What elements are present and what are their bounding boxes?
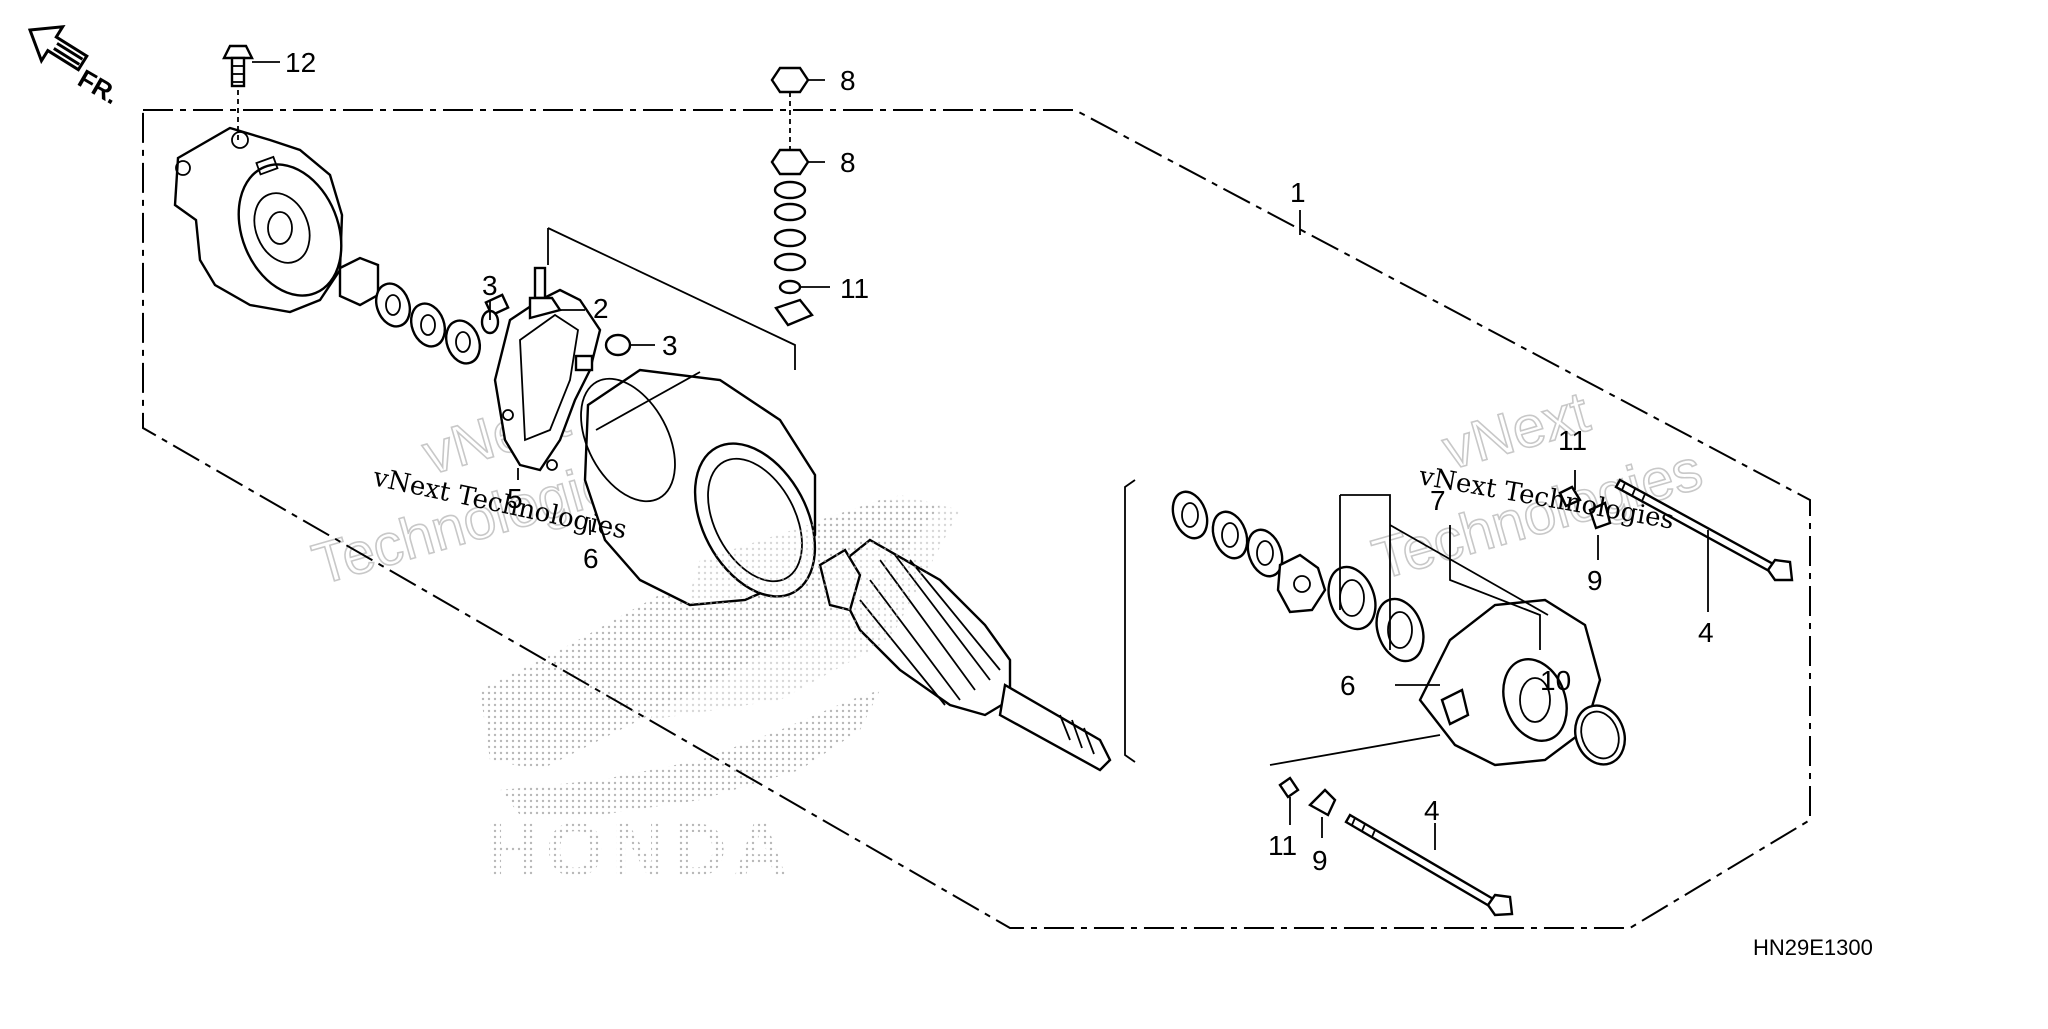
front-cover xyxy=(173,126,344,314)
terminal-nut-stack xyxy=(770,66,814,327)
callout-11-upper: 11 xyxy=(1558,425,1587,456)
callout-10: 10 xyxy=(1540,665,1571,696)
diagram-code: HN29E1300 xyxy=(1753,935,1873,960)
callout-3-left: 3 xyxy=(482,270,498,301)
callout-11-stack: 11 xyxy=(840,273,869,304)
armature-shadow xyxy=(650,495,960,720)
bolt-12 xyxy=(222,44,254,140)
front-label: FR. xyxy=(73,63,124,110)
callout-4-upper: 4 xyxy=(1698,617,1714,648)
upper-small-parts xyxy=(1558,485,1612,530)
callout-6-left: 6 xyxy=(583,543,599,574)
callout-11-lower: 11 xyxy=(1268,830,1297,861)
callout-3-right: 3 xyxy=(662,330,678,361)
callout-12: 12 xyxy=(285,47,316,78)
honda-wordmark: HONDA xyxy=(485,808,794,893)
assembly-boundary xyxy=(142,109,1811,929)
leader-bracket-2 xyxy=(547,227,796,370)
callout-7: 7 xyxy=(1430,485,1446,516)
callout-9-upper: 9 xyxy=(1587,565,1603,596)
rear-cover xyxy=(1418,598,1602,767)
brush-holder-plate xyxy=(480,288,632,472)
through-bolt-upper xyxy=(1614,478,1794,582)
bearings xyxy=(1327,565,1425,663)
leader-bracket-right xyxy=(1124,479,1136,763)
callout-9-lower: 9 xyxy=(1312,845,1328,876)
front-arrow-icon xyxy=(27,25,89,72)
callout-6-right: 6 xyxy=(1340,670,1356,701)
lower-washers xyxy=(1278,776,1337,817)
through-bolt-lower xyxy=(1344,813,1514,917)
leader-lines xyxy=(252,61,1709,850)
callout-5: 5 xyxy=(507,483,523,514)
callout-8-top: 8 xyxy=(840,65,856,96)
callout-8-lower: 8 xyxy=(840,147,856,178)
callout-4-lower: 4 xyxy=(1424,795,1440,826)
washers-right xyxy=(1171,490,1327,614)
callout-2: 2 xyxy=(593,293,609,324)
callout-1: 1 xyxy=(1290,177,1306,208)
front-direction-indicator xyxy=(27,25,89,72)
washers-left xyxy=(338,256,482,365)
wing-logo-lower xyxy=(500,690,880,815)
